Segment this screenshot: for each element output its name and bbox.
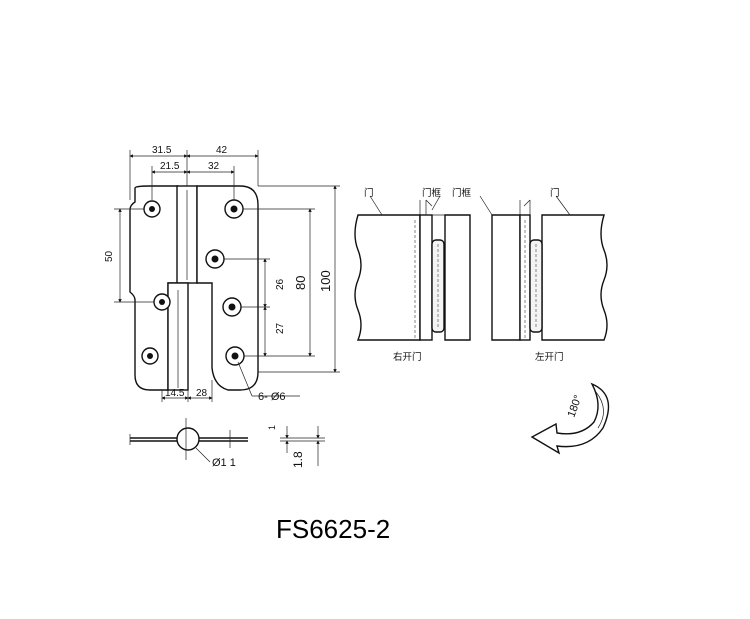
mounting-holes [141,199,245,366]
dim-inner-left: 21.5 [160,161,180,172]
hinge-pin-circle [176,427,200,451]
label-right-opening: 右开门 [393,351,422,363]
dim-leaf-height: 50 [104,250,115,262]
dim-hole-27: 27 [275,322,286,334]
dim-pin-diameter: Ø1 1 [212,457,236,469]
label-frame-left: 门框 [422,187,442,199]
hinge-side-view: Ø1 1 1 1.8 [129,418,325,469]
dim-thickness-1-8: 1.8 [291,451,305,468]
dim-hole-26: 26 [275,278,286,290]
rotation-arrow-icon: 180° [530,382,610,455]
label-door-right: 门 [550,187,560,199]
left-opening-door-diagram: 门框 门 左开门 [452,187,608,363]
hinge-left-leaf [129,185,179,391]
dim-hole-span-80: 80 [293,276,308,290]
dim-total-height: 100 [318,270,333,292]
label-door-left: 门 [364,187,374,199]
label-frame-right: 门框 [452,187,472,199]
dim-width-left: 31.5 [152,145,172,156]
dim-thickness-1: 1 [267,425,277,430]
hinge-right-leaf [196,185,259,391]
dim-holes: 6- Ø6 [258,391,286,403]
dim-width-right: 42 [216,145,228,156]
dim-inner-right: 32 [208,161,220,172]
right-opening-door-diagram: 门 门框 右开门 [354,187,471,363]
model-number: FS6625-2 [276,514,390,544]
label-left-opening: 左开门 [535,351,564,363]
dim-bottom-left: 14.5 [165,388,185,399]
hinge-front-view: 31.5 42 21.5 32 50 26 27 80 100 14.5 [104,145,340,403]
rotation-label: 180° [566,394,585,419]
dim-bottom-right: 28 [196,388,208,399]
